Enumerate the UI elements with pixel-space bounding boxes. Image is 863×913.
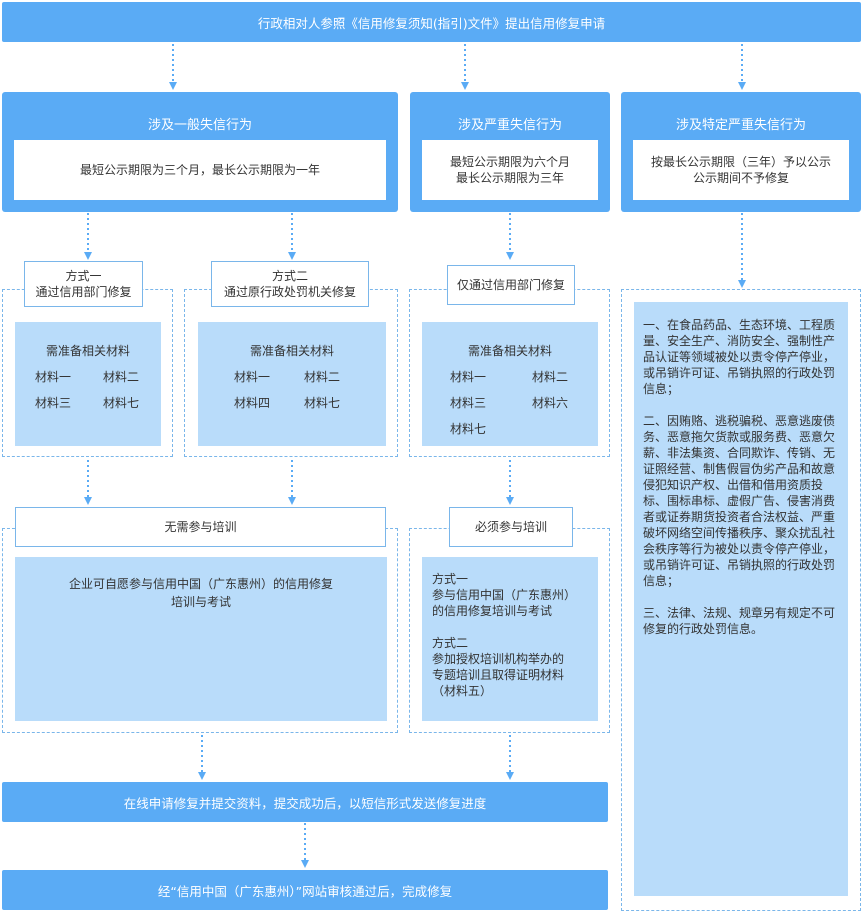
material-item: 材料一: [450, 370, 487, 384]
specific-list-item: 一、在食品药品、生态环境、工程质量、安全生产、消防安全、强制性产品认证等领域被处…: [643, 318, 836, 396]
serious-training-panel: 方式一 参与信用中国（广东惠州） 的信用修复培训与考试 方式二 参加授权培训机构…: [409, 528, 610, 733]
general-period-box: 最短公示期限为三个月，最长公示期限为一年: [14, 140, 386, 200]
general-training-panel: 企业可自愿参与信用中国（广东惠州）的信用修复 培训与考试: [2, 528, 398, 733]
method-two-panel: 需准备相关材料 材料一 材料二 材料四 材料七: [184, 289, 398, 457]
method-two-tag: 方式二 通过原行政处罚机关修复: [211, 261, 369, 307]
method-two-materials: 需准备相关材料 材料一 材料二 材料四 材料七: [198, 322, 386, 446]
specific-list-box: 一、在食品药品、生态环境、工程质量、安全生产、消防安全、强制性产品认证等领域被处…: [634, 302, 848, 896]
serious-training-text: 方式一 参与信用中国（广东惠州） 的信用修复培训与考试 方式二 参加授权培训机构…: [422, 557, 598, 721]
material-item: 材料六: [532, 396, 569, 410]
serious-period-box: 最短公示期限为六个月 最长公示期限为三年: [422, 140, 598, 200]
general-training-text: 企业可自愿参与信用中国（广东惠州）的信用修复 培训与考试: [15, 557, 387, 721]
serious-method-tag-text: 仅通过信用部门修复: [456, 278, 565, 292]
specific-list-item: 三、法律、法规、规章另有规定不可修复的行政处罚信息。: [643, 606, 836, 636]
method-one-panel: 需准备相关材料 材料一 材料二 材料三 材料七: [2, 289, 173, 457]
specific-list-panel: 一、在食品药品、生态环境、工程质量、安全生产、消防安全、强制性产品认证等领域被处…: [621, 289, 861, 911]
material-item: 材料二: [532, 370, 569, 384]
material-item: 材料七: [304, 396, 341, 410]
general-training-tag-text: 无需参与培训: [164, 520, 237, 534]
specific-list-item: 二、因贿赂、逃税骗税、恶意逃废债务、恶意拖欠货款或服务费、恶意欠薪、非法集资、合…: [643, 414, 836, 588]
serious-category-title: 涉及严重失信行为: [457, 118, 562, 133]
material-item: 材料七: [450, 422, 487, 436]
method-one-tag: 方式一 通过信用部门修复: [24, 261, 143, 307]
serious-category-box: 涉及严重失信行为 最短公示期限为六个月 最长公示期限为三年: [410, 92, 610, 212]
material-item: 材料二: [304, 370, 341, 384]
submit-step: 在线申请修复并提交资料，提交成功后，以短信形式发送修复进度: [2, 782, 608, 822]
materials-title: 需准备相关材料: [467, 344, 552, 358]
specific-category-box: 涉及特定严重失信行为 按最长公示期限（三年）予以公示 公示期间不予修复: [621, 92, 861, 212]
specific-period-box: 按最长公示期限（三年）予以公示 公示期间不予修复: [633, 140, 849, 200]
general-training-tag: 无需参与培训: [15, 507, 386, 547]
material-item: 材料一: [234, 370, 271, 384]
complete-step: 经“信用中国（广东惠州）”网站审核通过后，完成修复: [2, 870, 608, 910]
materials-title: 需准备相关材料: [249, 344, 334, 358]
general-category-title: 涉及一般失信行为: [147, 118, 252, 133]
specific-category-title: 涉及特定严重失信行为: [675, 118, 806, 133]
materials-title: 需准备相关材料: [45, 344, 130, 358]
general-period-text: 最短公示期限为三个月，最长公示期限为一年: [79, 163, 320, 177]
serious-training-tag: 必须参与培训: [449, 507, 573, 547]
material-item: 材料一: [35, 370, 72, 384]
complete-step-text: 经“信用中国（广东惠州）”网站审核通过后，完成修复: [157, 883, 453, 899]
serious-training-tag-text: 必须参与培训: [474, 520, 547, 534]
general-category-box: 涉及一般失信行为 最短公示期限为三个月，最长公示期限为一年: [2, 92, 398, 212]
serious-method-materials: 需准备相关材料 材料一 材料二 材料三 材料六 材料七: [422, 322, 598, 446]
material-item: 材料三: [450, 396, 487, 410]
serious-method-tag: 仅通过信用部门修复: [447, 265, 575, 305]
submit-step-text: 在线申请修复并提交资料，提交成功后，以短信形式发送修复进度: [123, 795, 487, 811]
application-step-text: 行政相对人参照《信用修复须知(指引)文件》提出信用修复申请: [257, 15, 606, 31]
method-one-materials: 需准备相关材料 材料一 材料二 材料三 材料七: [15, 322, 161, 446]
material-item: 材料二: [103, 370, 140, 384]
material-item: 材料七: [103, 396, 140, 410]
application-step: 行政相对人参照《信用修复须知(指引)文件》提出信用修复申请: [2, 2, 861, 42]
material-item: 材料三: [35, 396, 72, 410]
material-item: 材料四: [234, 396, 271, 410]
serious-method-panel: 需准备相关材料 材料一 材料二 材料三 材料六 材料七: [409, 289, 610, 457]
